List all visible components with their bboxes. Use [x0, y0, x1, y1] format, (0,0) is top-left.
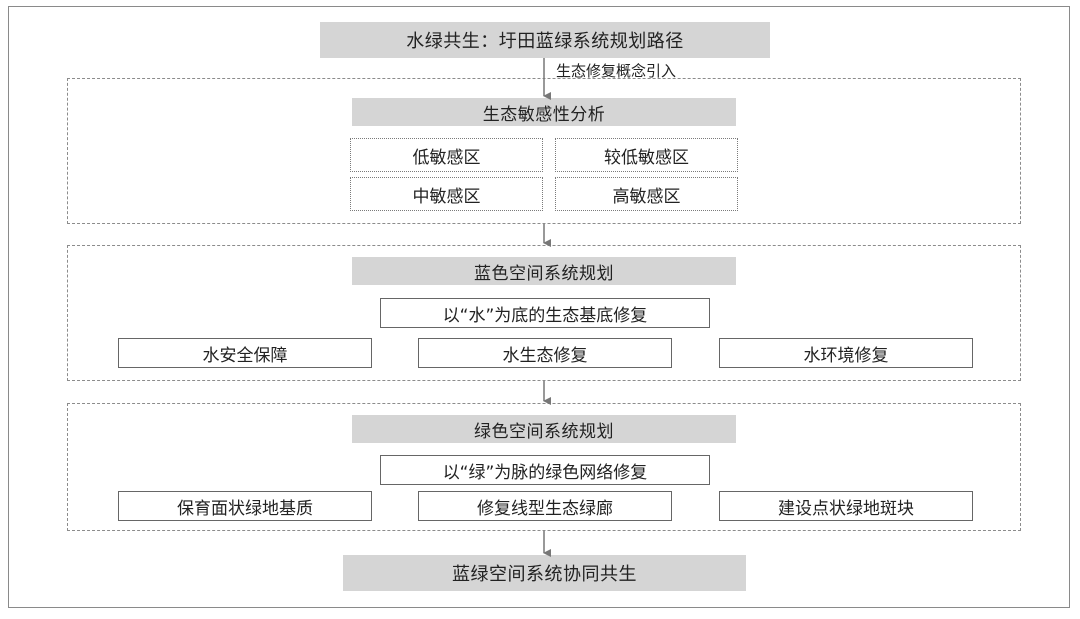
- green-corridor-box: 修复线型生态绿廊: [418, 491, 672, 521]
- sensitivity-header: 生态敏感性分析: [352, 98, 736, 126]
- blue-space-header: 蓝色空间系统规划: [352, 257, 736, 285]
- zone-low: 低敏感区: [350, 138, 543, 172]
- footer-box: 蓝绿空间系统协同共生: [343, 555, 746, 591]
- concept-label: 生态修复概念引入: [556, 62, 677, 80]
- green-patch-box: 建设点状绿地斑块: [719, 491, 973, 521]
- water-ecology-box: 水生态修复: [418, 338, 672, 368]
- diagram-title: 水绿共生：圩田蓝绿系统规划路径: [320, 22, 770, 58]
- green-matrix-box: 保育面状绿地基质: [118, 491, 372, 521]
- zone-high: 高敏感区: [555, 177, 738, 211]
- green-space-header: 绿色空间系统规划: [352, 415, 736, 443]
- water-safety-box: 水安全保障: [118, 338, 372, 368]
- green-space-subtitle: 以“绿”为脉的绿色网络修复: [380, 455, 710, 485]
- water-environment-box: 水环境修复: [719, 338, 973, 368]
- zone-medium: 中敏感区: [350, 177, 543, 211]
- outer-frame: [8, 6, 1070, 608]
- blue-space-subtitle: 以“水”为底的生态基底修复: [380, 298, 710, 328]
- zone-lower: 较低敏感区: [555, 138, 738, 172]
